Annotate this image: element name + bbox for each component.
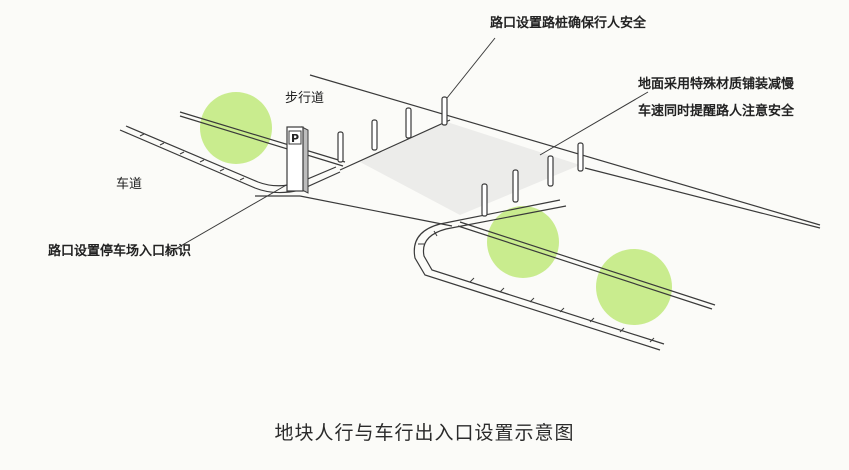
lower-curb-inner [422,205,665,345]
bollard [577,142,584,172]
tree-upper [200,92,272,164]
lower-curb-outer [413,199,661,351]
leader-bollards [446,37,496,99]
bollard [405,107,412,139]
sidewalk-label: 步行道 [285,91,325,106]
special-paving-area [360,122,580,215]
tree-lower-2 [596,249,672,325]
curb-stones [139,133,655,343]
parking-sign-letter: P [291,132,299,145]
lower-sidewalk-line [459,221,716,306]
bollard [441,96,448,126]
bollard-note: 路口设置路桩确保行人安全 [490,16,647,31]
crossing-edge-near [299,195,453,227]
crossing-edge-top [339,119,451,171]
bollard [481,183,488,217]
upper-right-sidewalk-line [584,167,821,229]
bollard [371,119,378,151]
road-lines [119,37,821,351]
bollard [337,131,344,163]
bollards [337,96,584,217]
surface-note-line2: 车速同时提醒路人注意安全 [638,104,795,119]
leader-paving [539,91,649,156]
leader-sign [164,179,296,256]
upper-sidewalk-inner-line [179,111,346,163]
lower-sidewalk-line-2 [457,225,713,310]
far-road-edge [309,74,821,226]
surface-note-line1: 地面采用特殊材质铺装减慢 [638,77,795,92]
parking-sign: P [286,126,309,194]
bollard [547,155,554,187]
diagram-caption: 地块人行与车行出入口设置示意图 [274,422,575,444]
bollard [512,169,519,203]
upper-sidewalk-inner-line-2 [179,115,344,167]
roadway-label: 车道 [116,177,143,192]
parking-sign-note: 路口设置停车场入口标识 [48,244,192,259]
